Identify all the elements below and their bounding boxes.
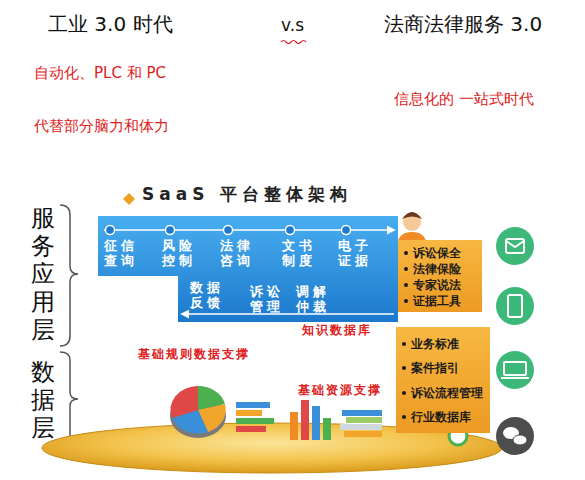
flow-arrow (182, 313, 394, 315)
bracket (60, 205, 78, 346)
diamond-symbol (123, 193, 135, 205)
service-band: 征信查询风险控制法律咨询文书制度电子证据数据反馈诉讼管理调解仲裁 (98, 212, 400, 324)
band-outline (98, 216, 398, 322)
flow-dot (286, 226, 295, 235)
flow-dot (224, 226, 233, 235)
service-item: 风险控制 (162, 238, 198, 268)
bullet-item: 专家说法 (402, 277, 480, 293)
app-icon (496, 227, 534, 265)
service-item: 法律咨询 (220, 238, 256, 268)
versus-text: v.s (281, 15, 304, 35)
book-pile-icon (340, 410, 382, 437)
service-item: 文书制度 (282, 238, 318, 268)
flow-dot (342, 226, 351, 235)
band-shape (98, 212, 400, 324)
service-item: 诉讼管理 (250, 284, 286, 314)
service-item: 征信查询 (104, 238, 140, 268)
note-text: 信息化的 一站式时代 (394, 90, 534, 108)
feature-box: 业务标准案件指引诉讼流程管理行业数据库 (396, 327, 490, 433)
bullet-item: 行业数据库 (400, 409, 488, 425)
app-icon (496, 287, 534, 325)
bullet-item: 案件指引 (400, 360, 488, 376)
support-text: 知识数据库 (302, 323, 372, 337)
diagram-title: SaaS 平台整体架构 (142, 184, 352, 204)
support-text: 基础规则数据支撑 (138, 347, 250, 361)
bullet-item: 诉讼流程管理 (400, 385, 488, 401)
service-item: 电子证据 (338, 238, 374, 268)
flow-dot (106, 226, 115, 235)
column-chart-icon (290, 400, 331, 440)
note-text: 自动化、PLC 和 PC (34, 64, 166, 82)
bullet-item: 证据工具 (402, 293, 480, 309)
bar-chart-icon (236, 402, 274, 432)
service-item: 数据反馈 (190, 280, 226, 310)
layer-name: 服务应用层 (31, 204, 56, 344)
support-text: 基础资源支撑 (298, 383, 382, 397)
bullet-item: 诉讼保全 (402, 245, 480, 261)
bullet-item: 法律保险 (402, 261, 480, 277)
feature-box: 诉讼保全法律保险专家说法证据工具 (398, 240, 482, 312)
heading: 工业 3.0 时代 (48, 12, 173, 36)
layer-name: 数据层 (31, 358, 56, 442)
bullet-item: 业务标准 (400, 336, 488, 352)
service-item: 调解仲裁 (296, 284, 332, 314)
note-text: 代替部分脑力和体力 (34, 117, 169, 135)
pie-chart-icon (170, 386, 226, 438)
app-icon (496, 351, 534, 389)
bracket (60, 352, 78, 446)
flow-dot (166, 226, 175, 235)
heading: 法商法律服务 3.0 (384, 12, 542, 36)
app-icon (496, 417, 534, 455)
wavy-underline (281, 41, 306, 44)
